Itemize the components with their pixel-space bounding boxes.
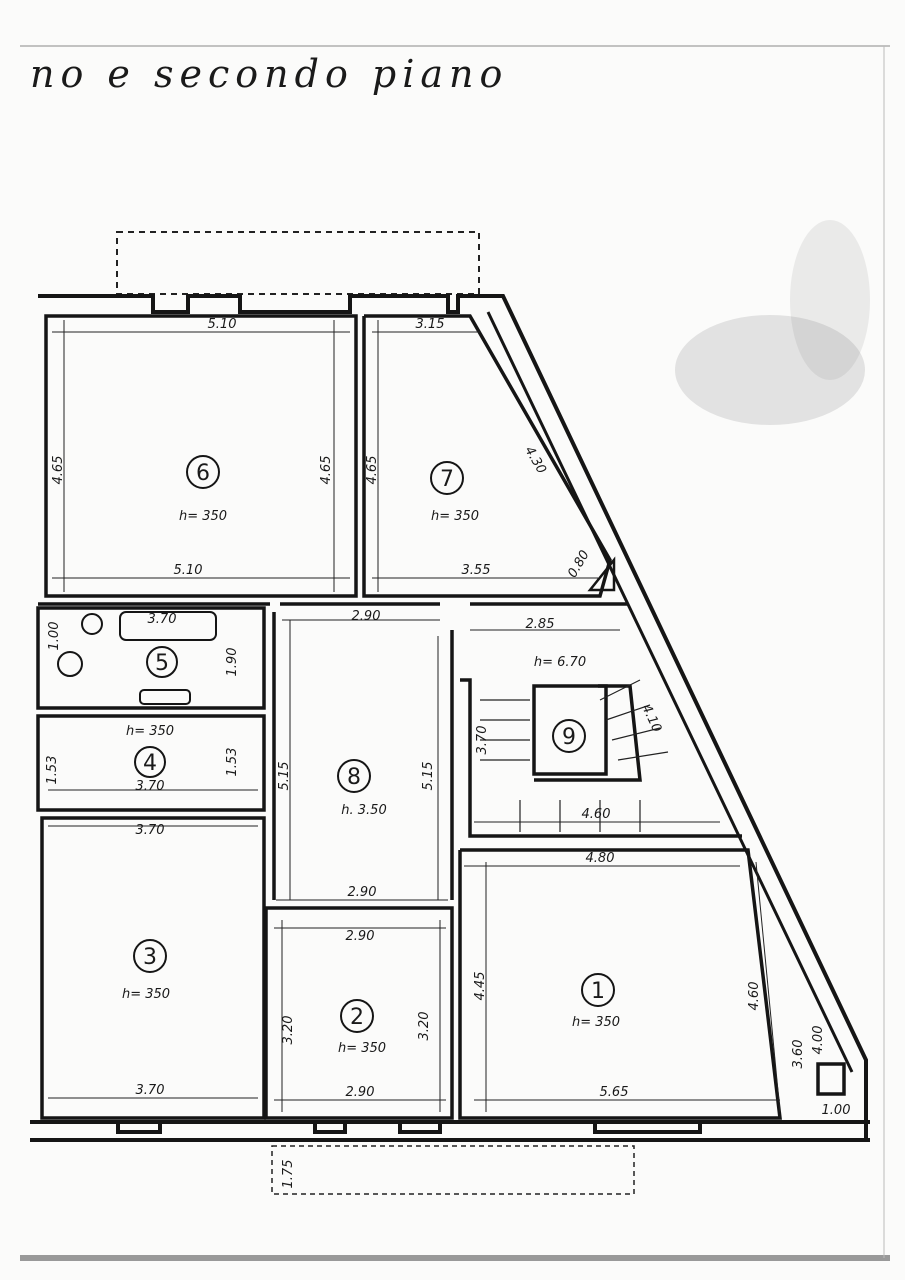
dim-r7-corner: 0.80 <box>565 548 592 581</box>
smudge-mark <box>675 315 865 425</box>
dim-r6-right: 4.65 <box>319 456 334 485</box>
smudge-mark-2 <box>790 220 870 380</box>
dim-r2-bottom: 2.90 <box>346 1085 375 1100</box>
room-3-label: 3 h= 350 <box>122 939 170 1002</box>
dim-front: 1.75 <box>281 1160 296 1189</box>
dim-r9-diag: 4.10 <box>638 702 664 735</box>
dim-r8-bottom: 2.90 <box>348 885 377 900</box>
room-9-number: 9 <box>562 725 576 750</box>
room-4-number: 4 <box>143 751 157 776</box>
room-7-number: 7 <box>440 467 454 492</box>
room-9-height: h= 6.70 <box>534 655 586 670</box>
dim-r8-right: 5.15 <box>421 762 436 791</box>
bath-fixtures <box>57 611 217 705</box>
room-8-label: 8 h. 3.50 <box>337 759 387 818</box>
dim-r5-left: 1.00 <box>47 622 62 651</box>
dim-r5-side: 1.90 <box>225 648 240 677</box>
dim-r3-bottom: 3.70 <box>136 1083 165 1098</box>
room-4-height: h= 350 <box>126 724 174 739</box>
dim-r1-top: 4.80 <box>586 851 615 866</box>
room-5-number: 5 <box>155 651 169 676</box>
room-5-label: 5 <box>146 646 178 678</box>
dim-r9-left: 3.70 <box>475 726 490 755</box>
plan-title: no e secondo piano <box>30 52 509 96</box>
dimension-labels: 5.10 5.10 4.65 4.65 3.15 3.55 4.65 4.30 … <box>45 317 850 1188</box>
dim-r1-right: 4.60 <box>747 982 762 1011</box>
room-9-label: 9 h= 6.70 <box>534 655 586 753</box>
dim-r4-right: 1.53 <box>225 748 240 777</box>
dim-r4-top: 3.70 <box>136 779 165 794</box>
room-7-height: h= 350 <box>431 509 479 524</box>
balcony-outline <box>116 231 480 295</box>
exterior-walls <box>30 294 870 1142</box>
room-3-number: 3 <box>143 945 157 970</box>
dim-r2-right: 3.20 <box>417 1012 432 1041</box>
dim-r1-bottom: 5.65 <box>600 1085 629 1100</box>
dim-r5-bath: 3.70 <box>148 612 177 627</box>
dim-r7-top: 3.15 <box>416 317 445 332</box>
stair-treads <box>480 679 669 832</box>
room-1-number: 1 <box>591 979 605 1004</box>
interior-walls <box>36 314 846 1120</box>
room-4-label: 4 h= 350 <box>126 724 174 778</box>
room-8-number: 8 <box>347 765 361 790</box>
dim-ext-a: 3.60 <box>791 1040 806 1069</box>
dim-r8-left: 5.15 <box>277 762 292 791</box>
corner-triangle <box>587 556 616 592</box>
room-2-number: 2 <box>350 1005 364 1030</box>
dim-r4-left: 1.53 <box>45 756 60 785</box>
dim-r9-top: 2.85 <box>526 617 555 632</box>
dim-r2-left: 3.20 <box>281 1016 296 1045</box>
room-labels: 6 h= 350 7 h= 350 5 4 h= 350 8 h. 3.50 <box>122 455 620 1056</box>
room-7-label: 7 h= 350 <box>430 461 479 524</box>
dim-r6-left: 4.65 <box>51 456 66 485</box>
dim-r6-bottom: 5.10 <box>174 563 203 578</box>
room-6-number: 6 <box>196 461 210 486</box>
diagonal-wall-inner <box>486 311 854 1073</box>
dim-ext-c: 1.00 <box>822 1103 851 1118</box>
dim-r9-bottom: 4.60 <box>582 807 611 822</box>
room-8-height: h. 3.50 <box>341 803 386 818</box>
dim-r7-bottom: 3.55 <box>462 563 491 578</box>
room-2-height: h= 350 <box>338 1041 386 1056</box>
room-6-label: 6 h= 350 <box>179 455 227 524</box>
dim-r1-left: 4.45 <box>473 972 488 1001</box>
dimension-lines <box>48 320 781 1113</box>
room-6-height: h= 350 <box>179 509 227 524</box>
dim-r2-top: 2.90 <box>346 929 375 944</box>
room-1-label: 1 h= 350 <box>572 973 620 1030</box>
room-3-height: h= 350 <box>122 987 170 1002</box>
entrance-steps-outline <box>271 1145 635 1195</box>
dim-r7-left: 4.65 <box>365 456 380 485</box>
dim-corridor-top: 2.90 <box>352 609 381 624</box>
dim-ext-b: 4.00 <box>811 1026 826 1055</box>
dim-r6-top: 5.10 <box>208 317 237 332</box>
room-1-height: h= 350 <box>572 1015 620 1030</box>
room-2-label: 2 h= 350 <box>338 999 386 1056</box>
dim-r3-top: 3.70 <box>136 823 165 838</box>
